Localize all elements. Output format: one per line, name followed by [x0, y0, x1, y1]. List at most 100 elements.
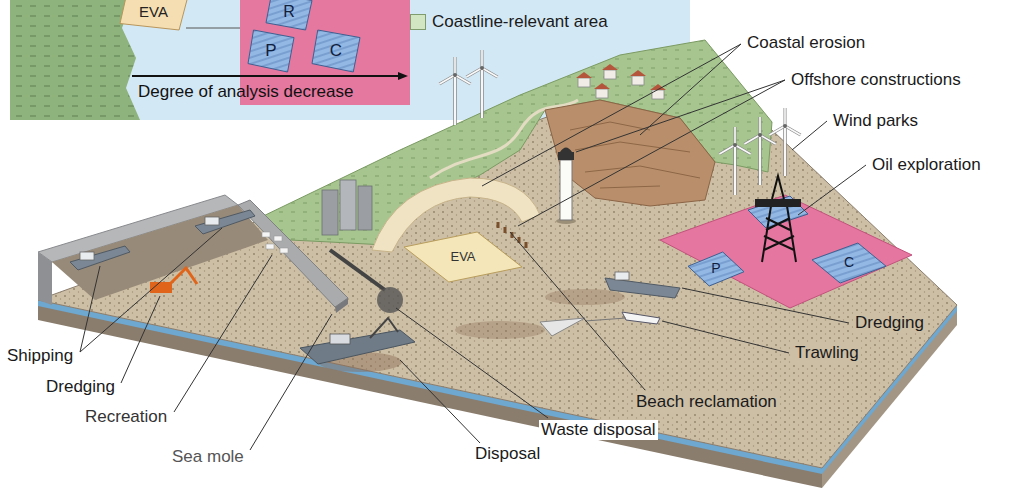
zone-label: R [283, 3, 295, 21]
coast-land [255, 40, 772, 245]
leader-line [576, 80, 785, 152]
house-roof [576, 72, 592, 78]
zone-box: R [266, 0, 312, 30]
building [358, 186, 372, 230]
callout-label: Waste disposal [539, 420, 658, 440]
zone-label: EVA [139, 4, 168, 21]
callout-anchor: Beach reclamation [634, 392, 779, 412]
lighthouse-lamp [558, 152, 574, 160]
house [632, 76, 644, 85]
ship-bridge [80, 252, 94, 260]
callout-label: Beach reclamation [634, 392, 779, 412]
callout-anchor: Sea mole [170, 447, 246, 467]
analysis-arrow [132, 75, 400, 77]
callout-label: Oil exploration [870, 155, 983, 175]
trawl-net [540, 318, 585, 336]
zone-box: P [688, 252, 744, 286]
callout-label: Recreation [83, 407, 169, 427]
building [340, 180, 356, 230]
callout-label: Wind parks [831, 111, 920, 131]
zone-outline [248, 30, 294, 72]
boat [274, 236, 282, 241]
ship-bridge [205, 217, 219, 225]
house [578, 78, 590, 87]
zone-box: P [248, 30, 294, 72]
leader-line [121, 296, 160, 383]
house-roof [602, 64, 618, 70]
wind-turbine [439, 57, 470, 125]
boats [262, 232, 288, 253]
waste-pipe [330, 250, 385, 290]
legend-swatch [410, 14, 426, 30]
leader-line [798, 165, 866, 215]
zone-label: EVA [450, 250, 475, 264]
boat [266, 244, 274, 249]
leader-line [80, 228, 222, 352]
callout-label: Shipping [5, 346, 75, 366]
ship-bridge [615, 272, 629, 280]
waste-plume [377, 287, 403, 313]
zone-outline [312, 30, 360, 72]
dredging-ship [605, 278, 680, 298]
callout-anchor: Shipping [5, 346, 75, 366]
zone-label: P [265, 42, 276, 61]
sea-mole-side [335, 298, 348, 313]
wind-turbine [719, 127, 750, 195]
callout-anchor: Degree of analysis decrease [136, 82, 355, 102]
wind-turbine [769, 108, 800, 176]
leader-line [396, 308, 548, 418]
boat [280, 248, 288, 253]
sediment-plume [545, 289, 625, 305]
callout-anchor: Wind parks [831, 111, 920, 131]
callout-anchor: Trawling [793, 343, 861, 363]
houses [576, 64, 666, 99]
ship-crane [370, 318, 398, 338]
leader-line [400, 360, 480, 443]
callout-anchor: Recreation [83, 407, 169, 427]
leader-line [80, 266, 100, 352]
leader-lines [80, 44, 866, 450]
zone-box: EVA [404, 232, 522, 282]
lighthouse-dome [560, 148, 572, 153]
legend-item: Coastline-relevant area [410, 12, 608, 32]
house-roof [594, 83, 610, 89]
ship-bridge [330, 334, 350, 344]
house [596, 89, 608, 98]
callout-label: Coastal erosion [745, 33, 867, 53]
callout-label: Offshore constructions [789, 70, 963, 90]
trawl-line [585, 318, 626, 321]
leader-line [682, 288, 849, 323]
callout-label: Dredging [853, 313, 926, 333]
leader-line [482, 44, 741, 186]
callout-anchor: Dredging [44, 377, 117, 397]
harbour-wall-side [38, 252, 52, 305]
house-roof [630, 70, 646, 76]
zone-box: C [312, 30, 360, 72]
zone-label: C [330, 42, 342, 61]
trawler [622, 312, 660, 324]
leader-line [792, 121, 827, 150]
ship [195, 210, 255, 234]
zone-label: C [844, 255, 854, 270]
zone-outline [266, 0, 312, 30]
callout-anchor: Waste disposal [539, 420, 658, 440]
zone-label: P [711, 261, 720, 276]
wind-turbine [466, 50, 497, 118]
leader-line [250, 314, 332, 450]
leader-line [662, 321, 789, 353]
zone-outline [404, 232, 522, 282]
wind-turbine [744, 117, 775, 185]
callout-anchor: Offshore constructions [789, 70, 963, 90]
zone-outline [812, 243, 886, 283]
leader-line [640, 44, 741, 135]
callout-label: Sea mole [170, 447, 246, 467]
boat [262, 232, 270, 237]
rig-derrick [772, 176, 784, 199]
disposal-ship [300, 330, 415, 364]
callout-label: Dredging [44, 377, 117, 397]
zone-outline [120, 0, 187, 30]
leader-line [518, 80, 785, 226]
callout-anchor: Coastal erosion [745, 33, 867, 53]
zone-outline [688, 252, 744, 286]
